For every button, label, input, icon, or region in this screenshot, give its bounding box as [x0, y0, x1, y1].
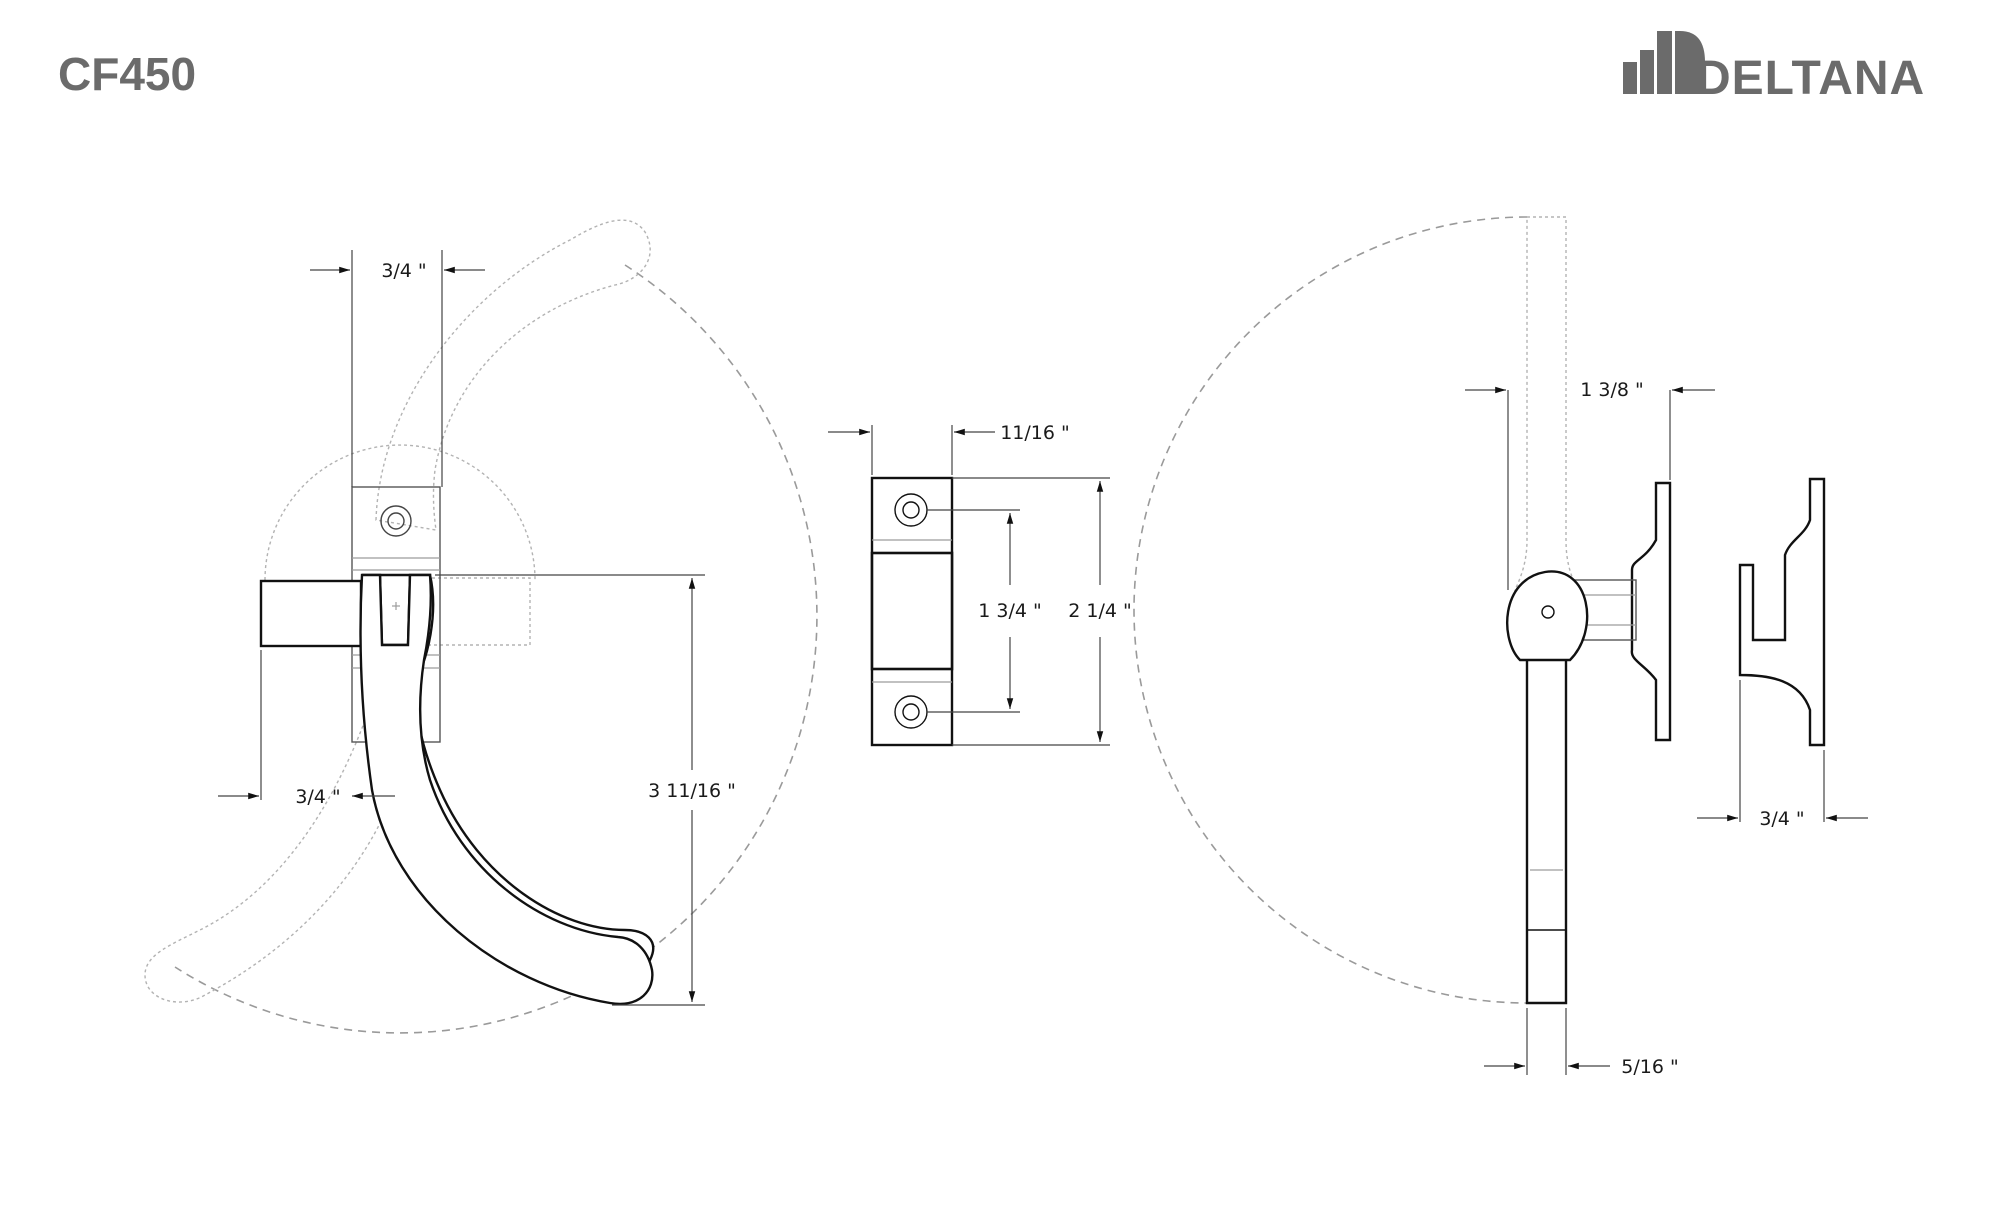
- handle-body: [359, 573, 654, 1006]
- side-handle: [1525, 638, 1568, 1005]
- ghost-bar: [419, 577, 531, 646]
- dim-strike-height: 2 1/4 ": [1068, 600, 1132, 622]
- mounting-plate: [1630, 481, 1672, 742]
- dim-front-bar-width: 3/4 ": [295, 786, 340, 808]
- strike-recess: [870, 551, 954, 671]
- deltana-logo-icon: [1623, 31, 1705, 94]
- dim-strike-width: 11/16 ": [1000, 422, 1070, 444]
- side-view: 1 3/8 " 5/16 " 3/4 ": [1133, 216, 1868, 1078]
- ghost-handle-up: [375, 219, 651, 531]
- strike-plate-view: 11/16 " 1 3/4 " 2 1/4 ": [828, 422, 1132, 747]
- dim-keeper-depth: 3/4 ": [1759, 808, 1804, 830]
- pivot-pin: [1541, 605, 1555, 619]
- ghost-backplate: [264, 444, 536, 581]
- side-swing-arc: [1133, 216, 1528, 1004]
- brand-name: DELTANA: [1696, 52, 1925, 105]
- product-code: CF450: [58, 48, 196, 100]
- ghost-side-handle: [1513, 216, 1580, 591]
- dim-front-height: 3 11/16 ": [648, 780, 736, 802]
- dim-side-handle-thickness: 5/16 ": [1621, 1056, 1678, 1078]
- dim-strike-hole-spacing: 1 3/4 ": [978, 600, 1042, 622]
- brand-logo: DELTANA: [1623, 31, 1925, 105]
- latch-bar: [259, 579, 363, 648]
- dim-side-projection: 1 3/8 ": [1580, 379, 1644, 401]
- front-view: 3/4 " 3/4 " 3 11/16 ": [144, 219, 818, 1034]
- dim-front-top-width: 3/4 ": [381, 260, 426, 282]
- screw-hole-top: [380, 505, 412, 537]
- keeper: [1738, 477, 1826, 747]
- pivot-hub: [1506, 570, 1589, 662]
